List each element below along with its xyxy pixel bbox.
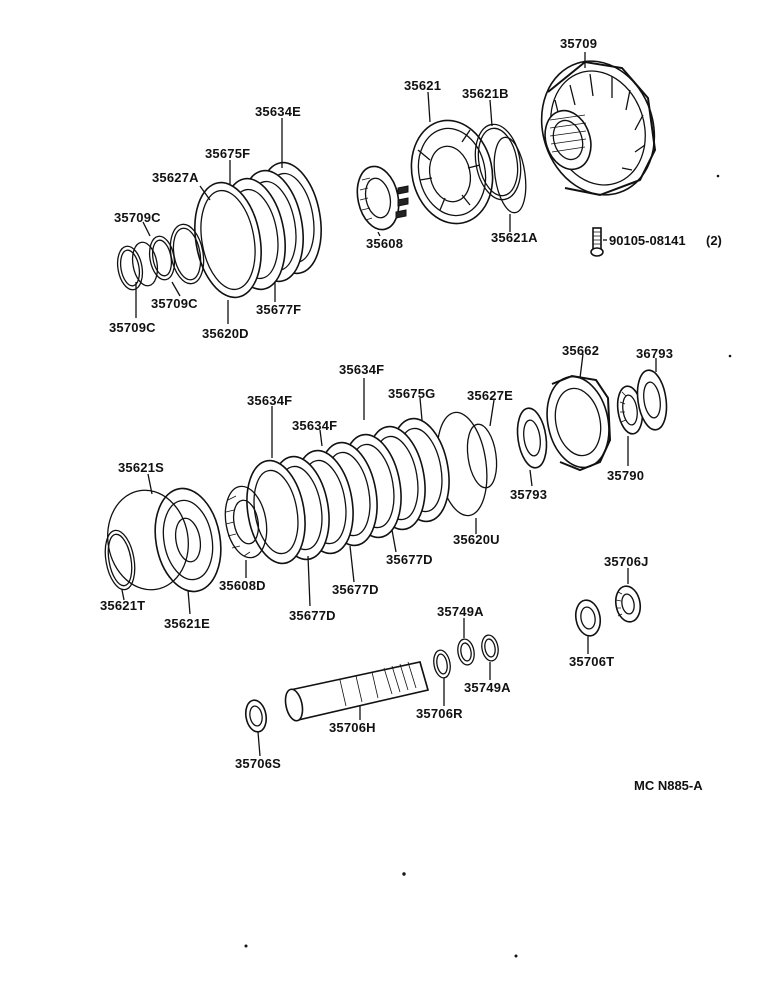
label-35634F-3: 35634F xyxy=(292,418,338,433)
label-35675F: 35675F xyxy=(205,146,251,161)
part-35706J-bearing xyxy=(614,585,642,623)
label-90105-08141: 90105-08141 xyxy=(609,233,686,248)
label-35677D-2: 35677D xyxy=(332,582,379,597)
scan-specks xyxy=(244,174,732,958)
part-clutch-plates-mid xyxy=(246,417,450,565)
label-35706J: 35706J xyxy=(604,554,649,569)
label-35706S: 35706S xyxy=(235,756,282,771)
label-35677D-3: 35677D xyxy=(289,608,336,623)
part-35706R-ring xyxy=(433,649,451,679)
label-35662: 35662 xyxy=(562,343,600,358)
part-90105-bolt xyxy=(590,227,604,257)
part-35749A-rings xyxy=(457,634,499,666)
part-36793-race xyxy=(636,369,668,431)
label-35677F: 35677F xyxy=(256,302,302,317)
part-35627E-ring xyxy=(466,423,498,489)
part-35621T-ring xyxy=(104,529,136,591)
label-35627E: 35627E xyxy=(467,388,514,403)
label-35706H: 35706H xyxy=(329,720,376,735)
label-35706R: 35706R xyxy=(416,706,463,721)
label-35621T: 35621T xyxy=(100,598,146,613)
label-35621E: 35621E xyxy=(164,616,211,631)
label-35709C-1: 35709C xyxy=(114,210,161,225)
label-35793: 35793 xyxy=(510,487,548,502)
label-35608D: 35608D xyxy=(219,578,266,593)
label-35749A-2: 35749A xyxy=(464,680,511,695)
label-35709: 35709 xyxy=(560,36,598,51)
label-35749A-1: 35749A xyxy=(437,604,484,619)
part-35675F-flange xyxy=(194,181,262,299)
part-snap-rings-top xyxy=(116,223,205,291)
part-35662-hub xyxy=(546,374,612,472)
label-35634F-1: 35634F xyxy=(339,362,385,377)
label-35675G: 35675G xyxy=(388,386,436,401)
label-35608: 35608 xyxy=(366,236,404,251)
part-35706T-washer xyxy=(574,599,602,637)
label-36793: 36793 xyxy=(636,346,674,361)
label-35627A: 35627A xyxy=(152,170,199,185)
label-35706T: 35706T xyxy=(569,654,615,669)
part-35706H-shaft xyxy=(284,661,430,722)
drawing-code: MC N885-A xyxy=(634,778,703,793)
label-35621A: 35621A xyxy=(491,230,538,245)
label-35634F-2: 35634F xyxy=(247,393,293,408)
part-35709-drum xyxy=(540,60,657,197)
label-35677D-1: 35677D xyxy=(386,552,433,567)
leader-lines xyxy=(121,52,657,757)
part-35621A-ring xyxy=(493,136,527,214)
label-35709C-3: 35709C xyxy=(109,320,156,335)
label-35790: 35790 xyxy=(607,468,645,483)
label-35621S: 35621S xyxy=(118,460,165,475)
label-35634E: 35634E xyxy=(255,104,302,119)
label-90105-qty: (2) xyxy=(706,233,722,248)
part-35706S-washer xyxy=(244,699,268,733)
part-35793-race xyxy=(516,407,548,469)
label-35709C-2: 35709C xyxy=(151,296,198,311)
label-35621B: 35621B xyxy=(462,86,509,101)
label-35620U: 35620U xyxy=(453,532,500,547)
part-35621-piston xyxy=(410,119,494,225)
label-35621: 35621 xyxy=(404,78,442,93)
part-35608D-spring xyxy=(224,485,268,559)
label-35620D: 35620D xyxy=(202,326,249,341)
part-35608-spring xyxy=(356,165,409,231)
